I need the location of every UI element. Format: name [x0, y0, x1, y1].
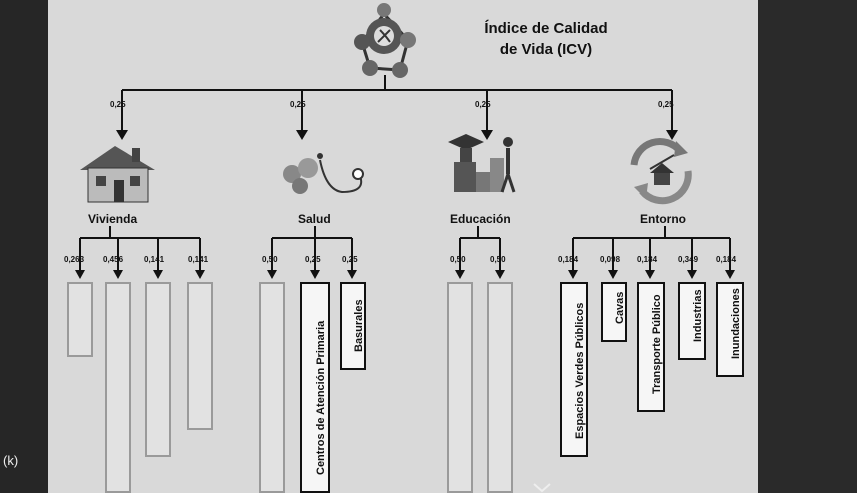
sub-weight: 0,141 [144, 255, 165, 264]
icv-network-icon [354, 3, 416, 78]
indicator-box-vivienda-2 [105, 282, 131, 493]
sub-weight: 0,349 [678, 255, 699, 264]
indicator-box-salud-1 [259, 282, 285, 493]
indicator-box-entorno-1: Espacios Verdes Públicos [560, 282, 588, 457]
sub-weight: 0,184 [637, 255, 658, 264]
weight-educacion: 0,25 [475, 100, 491, 109]
environment-recycle-icon [630, 138, 692, 205]
indicator-box-educacion-1 [447, 282, 473, 493]
sub-weight: 0,50 [262, 255, 278, 264]
weight-salud: 0,25 [290, 100, 306, 109]
indicator-box-entorno-3: Transporte Público [637, 282, 665, 412]
indicator-box-salud-3: Basurales [340, 282, 366, 370]
sub-weight: 0,184 [716, 255, 737, 264]
indicator-label: Espacios Verdes Públicos [574, 302, 586, 439]
dark-left-margin [0, 0, 48, 493]
indicator-label: Centros de Atención Primaria [315, 320, 327, 475]
sub-weight: 0,456 [103, 255, 124, 264]
chevron-down-icon [533, 483, 551, 493]
category-salud: Salud [298, 212, 331, 226]
sub-weight: 0,50 [490, 255, 506, 264]
indicator-box-entorno-5: Inundaciones [716, 282, 744, 377]
indicator-label: Industrias [692, 289, 704, 342]
indicator-box-vivienda-1 [67, 282, 93, 357]
diagram-title: Índice de Calidad de Vida (ICV) [456, 18, 636, 60]
category-vivienda: Vivienda [88, 212, 138, 226]
sub-weight: 0,50 [450, 255, 466, 264]
indicator-box-educacion-2 [487, 282, 513, 493]
indicator-box-entorno-4: Industrias [678, 282, 706, 360]
sub-weight: 0,184 [558, 255, 579, 264]
weight-entorno: 0,25 [658, 100, 674, 109]
indicator-box-entorno-2: Cavas [601, 282, 627, 342]
dark-right-margin [758, 0, 857, 493]
weight-vivienda: 0,25 [110, 100, 126, 109]
indicator-box-vivienda-3 [145, 282, 171, 457]
title-line-1: Índice de Calidad [484, 20, 608, 37]
figure-panel-label: (k) [3, 453, 19, 468]
category-educacion: Educación [450, 212, 511, 226]
health-stethoscope-icon [283, 153, 364, 194]
indicator-box-salud-2: Centros de Atención Primaria [300, 282, 330, 493]
sub-weight: 0,25 [305, 255, 321, 264]
category-entorno: Entorno [640, 212, 686, 226]
sub-weight: 0,141 [188, 255, 209, 264]
sub-weight: 0,098 [600, 255, 621, 264]
indicator-label: Basurales [353, 299, 365, 352]
indicator-label: Cavas [614, 291, 626, 324]
title-line-2: de Vida (ICV) [499, 41, 593, 58]
indicator-label: Transporte Público [651, 294, 663, 394]
sub-weight: 0,263 [64, 255, 85, 264]
indicator-label: Inundaciones [730, 288, 742, 359]
education-graduate-icon [448, 134, 516, 193]
house-icon [80, 146, 155, 203]
sub-weight: 0,25 [342, 255, 358, 264]
indicator-box-vivienda-4 [187, 282, 213, 430]
